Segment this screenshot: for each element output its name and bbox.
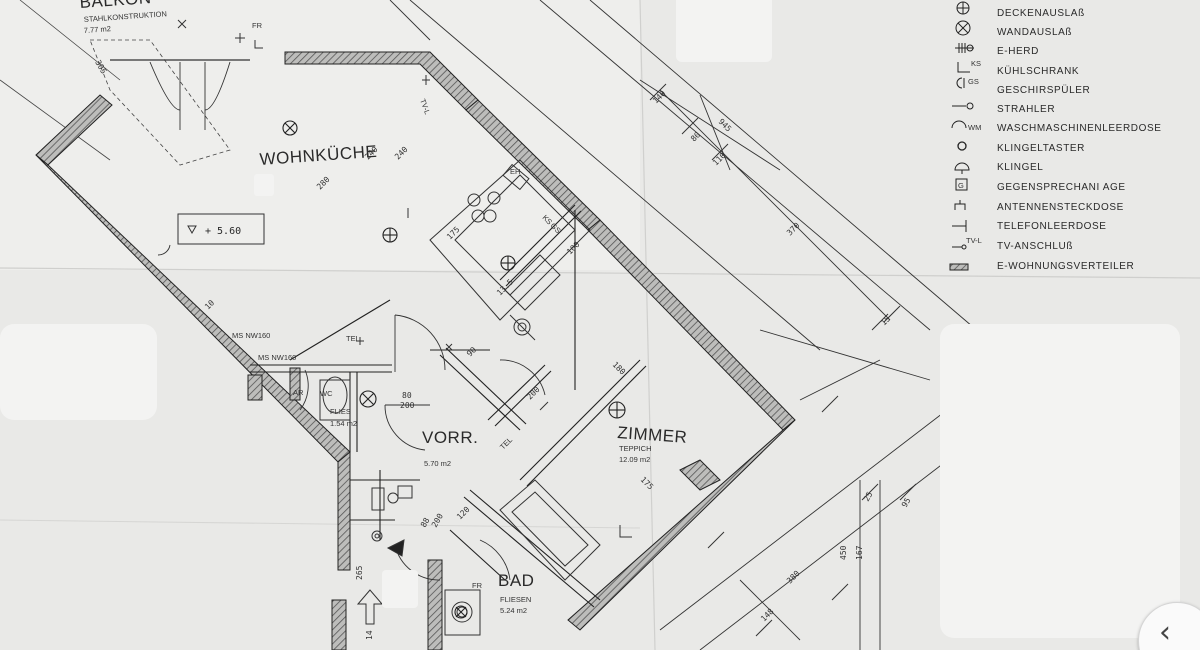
strahler-icon bbox=[952, 102, 974, 110]
legend-text: GEGENSPRECHANI AGE bbox=[997, 182, 1126, 193]
label-ar: AR bbox=[293, 388, 304, 397]
dimension-ticks bbox=[649, 83, 917, 637]
label-ms-2: MS NW160 bbox=[258, 353, 296, 362]
level-value: + 5.60 bbox=[205, 226, 241, 237]
wandauslass-icon bbox=[955, 20, 971, 36]
level-marker: + 5.60 bbox=[177, 213, 265, 245]
kuehlschrank-icon: KS bbox=[957, 59, 981, 73]
ceiling-outlet-zimmer bbox=[608, 401, 626, 419]
legend-text: WANDAUSLAß bbox=[997, 27, 1072, 38]
chevron-left-icon: ‹ bbox=[1159, 615, 1171, 650]
svg-text:G: G bbox=[958, 181, 964, 190]
label-eh: EH bbox=[510, 167, 520, 176]
antennen-icon bbox=[954, 200, 966, 210]
room-area-vorraum: 5.70 m2 bbox=[424, 459, 451, 468]
redaction-panel-left bbox=[0, 324, 157, 420]
label-fr-1: FR bbox=[252, 21, 263, 30]
kitchen-counter bbox=[429, 159, 591, 341]
legend-gs-label: GS bbox=[968, 77, 979, 86]
paper-fold-vertical bbox=[639, 0, 656, 650]
room-name-vorraum: VORR. bbox=[422, 428, 478, 447]
paper-fold-horizontal bbox=[0, 267, 1200, 279]
room-area-zimmer: 12.09 m2 bbox=[619, 455, 650, 464]
room-area-bad: 5.24 m2 bbox=[500, 606, 527, 615]
ceiling-outlets bbox=[282, 120, 626, 619]
room-name-balkon: BALKON bbox=[79, 0, 152, 12]
label-ms-1: MS NW160 bbox=[232, 331, 270, 340]
room-sub-wc: FLIES bbox=[330, 407, 351, 416]
legend-text: E-HERD bbox=[997, 46, 1039, 57]
room-sub-zimmer: TEPPICH bbox=[619, 444, 652, 453]
legend-text: STRAHLER bbox=[997, 104, 1055, 115]
ceiling-outlet-bath bbox=[454, 605, 468, 619]
klingel-icon bbox=[954, 162, 970, 174]
verteiler-icon bbox=[949, 263, 969, 271]
legend-ks-label: KS bbox=[971, 59, 981, 68]
ceiling-outlet-kitchen-3 bbox=[500, 255, 516, 271]
gegensprech-icon: G bbox=[955, 178, 968, 191]
redaction-panel-small bbox=[382, 570, 418, 608]
ceiling-outlet-kitchen-1 bbox=[282, 120, 298, 136]
legend-text: ANTENNENSTECKDOSE bbox=[997, 202, 1124, 213]
paper-fold-lower bbox=[0, 519, 641, 529]
walls bbox=[35, 51, 796, 650]
redaction-panel-right bbox=[940, 324, 1180, 638]
diagonal-dimension-lines bbox=[389, 0, 1001, 650]
klingeltaster-icon bbox=[957, 141, 967, 151]
misc-symbols bbox=[177, 19, 632, 625]
waschmaschine-icon: WM bbox=[951, 120, 981, 132]
room-sub-bad: FLIESEN bbox=[500, 595, 531, 604]
legend-text: TV-ANSCHLUß bbox=[997, 241, 1073, 252]
label-tel-1: TEL bbox=[346, 334, 360, 343]
legend-text: GESCHIRSPÜLER bbox=[997, 84, 1090, 96]
door-swings bbox=[157, 244, 546, 581]
legend-wm-label: WM bbox=[968, 123, 981, 132]
legend-text: DECKENAUSLAß bbox=[997, 8, 1085, 19]
redaction-panel-top bbox=[676, 0, 772, 62]
dim-label: 95 bbox=[900, 496, 913, 509]
redaction-panel-tiny bbox=[254, 174, 274, 196]
legend-text: KÜHLSCHRANK bbox=[997, 65, 1079, 77]
bath-fixtures bbox=[319, 376, 601, 636]
legend-text: TELEFONLEERDOSE bbox=[997, 221, 1107, 232]
paper-panel-light bbox=[0, 0, 640, 270]
room-name-bad: BAD bbox=[498, 571, 534, 590]
dim-label: 200 bbox=[400, 401, 415, 410]
room-area-wc: 1.54 m2 bbox=[330, 419, 357, 428]
dim-label: 88 bbox=[419, 516, 432, 529]
ceiling-outlet-wc bbox=[359, 390, 377, 408]
dim-label: 167 bbox=[855, 545, 864, 560]
tv-anschluss-icon: TV-L bbox=[952, 236, 982, 250]
label-fr-2: FR bbox=[472, 581, 483, 590]
legend-text: E-WOHNUNGSVERTEILER bbox=[997, 261, 1134, 272]
room-name-wc: WC bbox=[320, 389, 333, 398]
dim-label: 265 bbox=[355, 565, 364, 580]
geschirrspueler-icon: GS bbox=[956, 77, 979, 89]
dim-label: 25 bbox=[862, 490, 875, 503]
room-area-balkon: 7.77 m2 bbox=[84, 24, 112, 35]
balcony bbox=[0, 0, 250, 166]
legend-text: KLINGELTASTER bbox=[997, 143, 1085, 154]
dim-label: 450 bbox=[839, 545, 848, 560]
e-herd-icon bbox=[955, 43, 974, 53]
ceiling-outlet-kitchen-2 bbox=[382, 227, 398, 243]
legend-text: WASCHMASCHINENLEERDOSE bbox=[997, 123, 1162, 134]
legend: KS GS WM G bbox=[949, 1, 1162, 272]
room-name-zimmer: ZIMMER bbox=[617, 423, 688, 447]
legend-tvl-label: TV-L bbox=[966, 236, 982, 245]
dim-label: 80 bbox=[402, 391, 412, 400]
telefon-icon bbox=[952, 220, 967, 232]
deckenauslass-icon bbox=[956, 1, 970, 15]
dim-label: 14 bbox=[365, 630, 374, 640]
legend-text: KLINGEL bbox=[997, 162, 1043, 173]
